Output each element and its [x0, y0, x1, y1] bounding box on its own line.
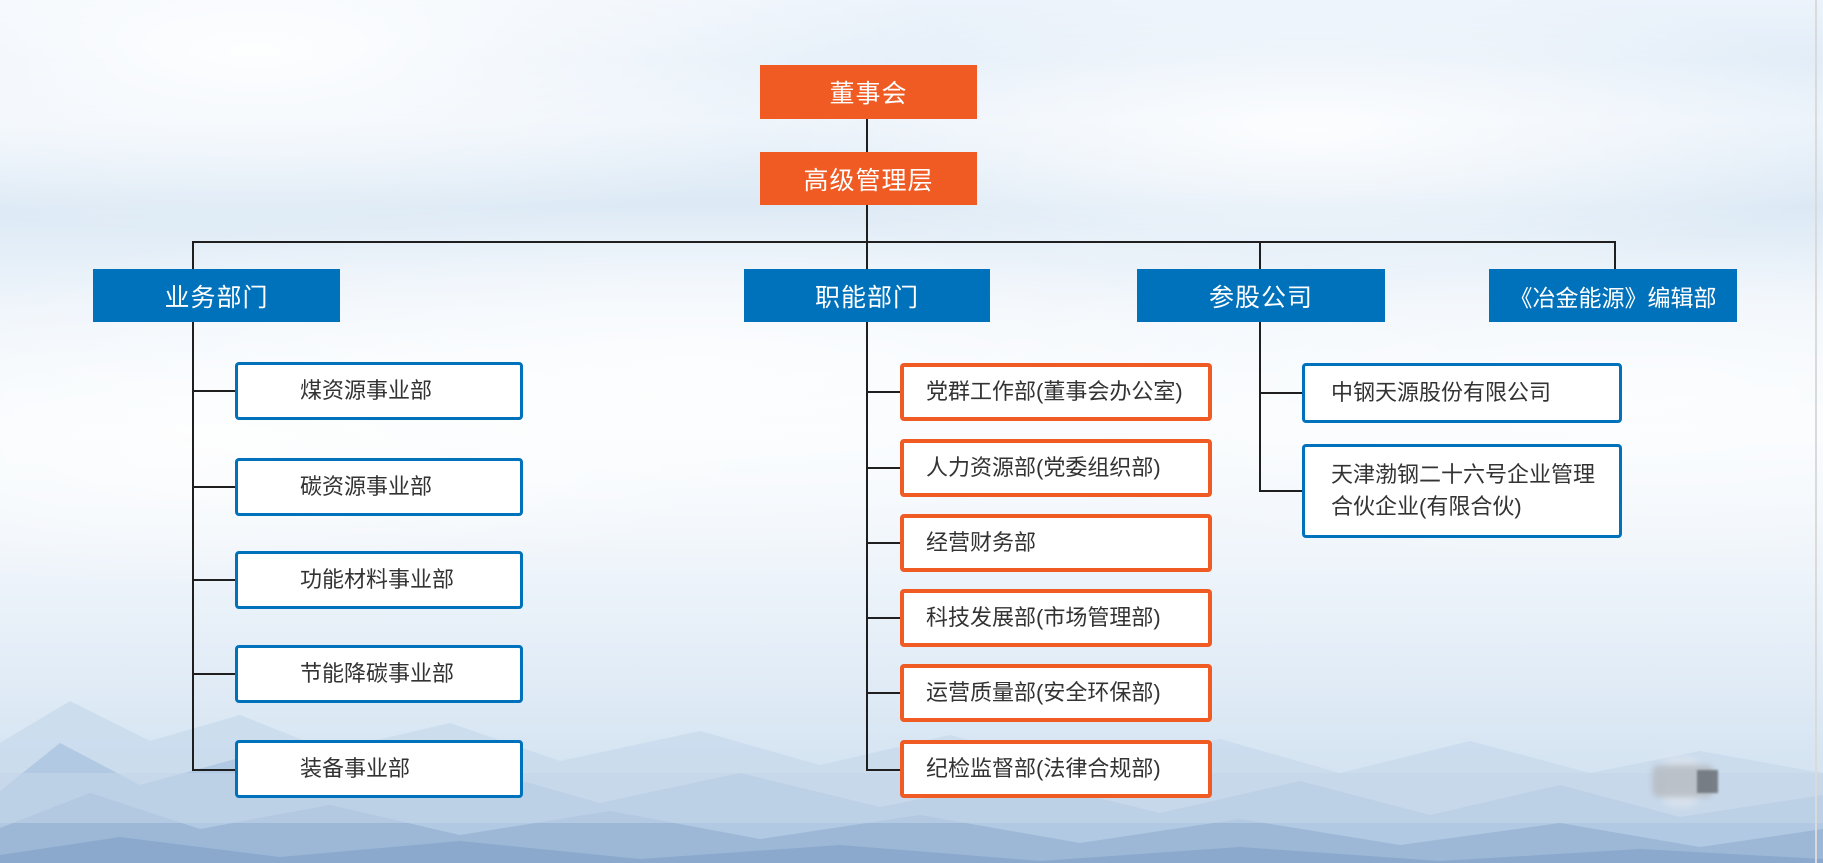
connector-stub: [193, 390, 235, 392]
blurred-watermark-block: [1697, 770, 1718, 793]
connector-stub: [867, 769, 900, 771]
org-leaf-party-mass-work-dept: 党群工作部(董事会办公室): [900, 363, 1212, 421]
connector-stub: [193, 579, 235, 581]
org-leaf-energy-saving-carbon-reduction-division: 节能降碳事业部: [235, 645, 523, 703]
connector-management-to-rail: [866, 205, 868, 243]
org-leaf-tech-development-dept-label: 科技发展部(市场管理部): [926, 605, 1161, 631]
org-node-senior-management: 高级管理层: [760, 152, 977, 205]
connector-stub: [1260, 392, 1302, 394]
connector-stub: [867, 542, 900, 544]
org-leaf-human-resources-dept: 人力资源部(党委组织部): [900, 439, 1212, 497]
org-leaf-functional-materials-division-label: 功能材料事业部: [300, 567, 455, 593]
connector-stub: [867, 391, 900, 393]
connector-stub: [193, 486, 235, 488]
org-leaf-party-mass-work-dept-label: 党群工作部(董事会办公室): [926, 379, 1183, 405]
org-leaf-functional-materials-division: 功能材料事业部: [235, 551, 523, 609]
org-leaf-coal-resources-division: 煤资源事业部: [235, 362, 523, 420]
org-leaf-operation-quality-dept-label: 运营质量部(安全环保部): [926, 680, 1161, 706]
org-leaf-equipment-division-label: 装备事业部: [300, 756, 411, 782]
org-node-board: 董事会: [760, 65, 977, 119]
org-leaf-coal-resources-division-label: 煤资源事业部: [300, 378, 433, 404]
org-leaf-operation-quality-dept: 运营质量部(安全环保部): [900, 664, 1212, 722]
org-leaf-discipline-supervision-dept: 纪检监督部(法律合规部): [900, 740, 1212, 798]
org-leaf-discipline-supervision-dept-label: 纪检监督部(法律合规部): [926, 756, 1161, 782]
org-leaf-energy-saving-carbon-reduction-division-label: 节能降碳事业部: [300, 661, 455, 687]
org-branch-functional-departments-label: 职能部门: [814, 283, 919, 312]
org-leaf-tianjin-bogang-partnership-label: 天津渤钢二十六号企业管理合伙企业(有限合伙): [1331, 462, 1596, 519]
org-leaf-sinosteel-tianyuan-co-label: 中钢天源股份有限公司: [1331, 380, 1552, 406]
connector-editorial-drop: [1614, 241, 1616, 270]
org-branch-equity-companies: 参股公司: [1137, 269, 1385, 322]
connector-stub: [193, 673, 235, 675]
org-leaf-tianjin-bogang-partnership: 天津渤钢二十六号企业管理合伙企业(有限合伙): [1302, 444, 1622, 538]
org-branch-equity-companies-label: 参股公司: [1208, 283, 1313, 312]
org-node-senior-management-label: 高级管理层: [803, 166, 934, 195]
org-leaf-operating-finance-dept-label: 经营财务部: [926, 530, 1037, 556]
connector-stub: [1260, 490, 1302, 492]
connector-functional-spine: [866, 241, 868, 771]
connector-stub: [867, 692, 900, 694]
org-leaf-tech-development-dept: 科技发展部(市场管理部): [900, 589, 1212, 647]
page-right-edge-line: [1815, 0, 1817, 863]
org-leaf-human-resources-dept-label: 人力资源部(党委组织部): [926, 455, 1161, 481]
org-branch-business-departments-label: 业务部门: [164, 283, 269, 312]
org-node-board-label: 董事会: [829, 80, 908, 108]
org-leaf-equipment-division: 装备事业部: [235, 740, 523, 798]
org-branch-business-departments: 业务部门: [93, 269, 340, 322]
connector-equity-spine: [1259, 241, 1261, 492]
connector-root-to-management: [866, 117, 868, 154]
org-leaf-carbon-resources-division: 碳资源事业部: [235, 458, 523, 516]
connector-business-spine: [192, 241, 194, 771]
connector-horizontal-rail: [193, 241, 1616, 243]
connector-stub: [193, 769, 235, 771]
connector-stub: [867, 617, 900, 619]
org-leaf-carbon-resources-division-label: 碳资源事业部: [300, 474, 433, 500]
connector-stub: [867, 467, 900, 469]
org-leaf-operating-finance-dept: 经营财务部: [900, 514, 1212, 572]
org-branch-metallurgical-energy-editorial: 《冶金能源》编辑部: [1489, 269, 1737, 322]
org-leaf-sinosteel-tianyuan-co: 中钢天源股份有限公司: [1302, 363, 1622, 423]
org-branch-functional-departments: 职能部门: [744, 269, 990, 322]
org-branch-metallurgical-energy-editorial-label: 《冶金能源》编辑部: [1509, 284, 1717, 311]
